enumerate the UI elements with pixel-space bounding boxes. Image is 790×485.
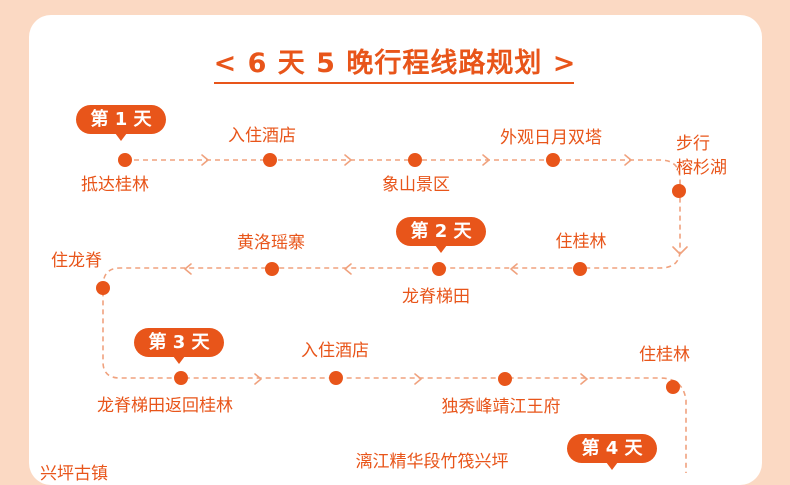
arrow-right-icon <box>201 154 209 166</box>
stop-label: 外观日月双塔 <box>500 128 602 148</box>
arrow-right-icon <box>580 373 588 385</box>
day-badge-3: 第 3 天 <box>134 328 224 364</box>
itinerary-card <box>29 15 762 485</box>
stop-label: 龙脊梯田 <box>402 287 470 307</box>
stop-dot <box>408 153 422 167</box>
stop-label: 兴坪古镇 <box>40 464 108 484</box>
stop-label: 步行 榕杉湖 <box>676 134 727 178</box>
stop-label: 漓江精华段竹筏兴坪 <box>355 452 509 472</box>
stop-dot <box>432 262 446 276</box>
page-title: < 6 天 5 晚行程线路规划 > <box>213 48 577 79</box>
stop-dot <box>174 371 188 385</box>
arrow-right-icon <box>344 154 352 166</box>
stop-label: 住龙脊 <box>51 251 102 271</box>
stop-dot <box>546 153 560 167</box>
stop-label: 龙脊梯田返回桂林 <box>97 396 233 416</box>
stop-dot <box>263 153 277 167</box>
stop-label: 入住酒店 <box>301 341 369 361</box>
stop-dot <box>96 281 110 295</box>
stop-label: 独秀峰靖江王府 <box>441 397 561 417</box>
stop-label: 黄洛瑶寨 <box>237 233 305 253</box>
arrow-down-icon <box>672 246 688 255</box>
stop-label: 住桂林 <box>555 232 607 252</box>
stop-dot <box>666 380 680 394</box>
day-badge-1: 第 1 天 <box>76 105 166 141</box>
stop-label: 住桂林 <box>639 345 690 365</box>
stop-dot <box>118 153 132 167</box>
route-line <box>102 159 687 473</box>
stop-dot <box>329 371 343 385</box>
day-badge-2: 第 2 天 <box>396 217 486 253</box>
title-underline <box>214 82 574 84</box>
arrow-left-icon <box>510 263 518 275</box>
arrow-right-icon <box>482 154 490 166</box>
route-path <box>96 153 688 473</box>
arrow-left-icon <box>344 263 352 275</box>
stop-label: 象山景区 <box>382 175 450 195</box>
stop-dot <box>672 184 686 198</box>
arrow-right-icon <box>254 373 262 385</box>
arrow-right-icon <box>414 373 422 385</box>
stop-label: 入住酒店 <box>228 126 296 146</box>
arrow-left-icon <box>184 263 192 275</box>
day-badge-4: 第 4 天 <box>567 434 657 470</box>
arrow-right-icon <box>624 154 632 166</box>
stop-dot <box>265 262 279 276</box>
stop-dot <box>573 262 587 276</box>
stop-label: 抵达桂林 <box>81 175 149 195</box>
stop-dot <box>498 372 512 386</box>
